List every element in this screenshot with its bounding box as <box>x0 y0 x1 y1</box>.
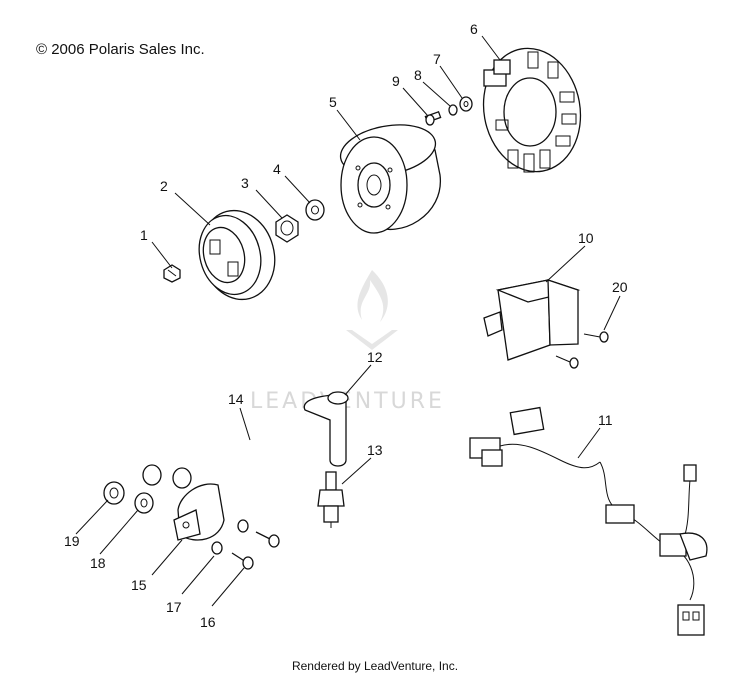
callout-2: 2 <box>160 178 168 194</box>
part-8-lockwasher[interactable] <box>448 104 458 116</box>
footer-credit: Rendered by LeadVenture, Inc. <box>291 659 459 673</box>
part-13-spark-plug[interactable] <box>317 471 345 528</box>
part-6-stator[interactable] <box>474 41 590 180</box>
part-15-ignition-coil[interactable] <box>173 483 225 541</box>
callout-18: 18 <box>90 555 106 571</box>
callout-13: 13 <box>367 442 383 458</box>
part-1-bolt[interactable] <box>163 264 181 283</box>
part-4-washer[interactable] <box>305 199 325 221</box>
callout-15: 15 <box>131 577 147 593</box>
callout-3: 3 <box>241 175 249 191</box>
part-16-screw[interactable] <box>231 531 280 570</box>
part-11-wiring-harness[interactable] <box>469 406 708 636</box>
callout-10: 10 <box>578 230 594 246</box>
callout-9: 9 <box>392 73 400 89</box>
part-7-washer[interactable] <box>459 96 473 112</box>
watermark-logo <box>346 270 398 350</box>
callout-1: 1 <box>140 227 148 243</box>
part-9-screw[interactable] <box>424 110 442 126</box>
callout-6: 6 <box>470 21 478 37</box>
part-18-bushing[interactable] <box>134 492 154 514</box>
part-19-grommet[interactable] <box>103 481 125 505</box>
part-10-cdi-box[interactable] <box>483 279 581 361</box>
callout-17: 17 <box>166 599 182 615</box>
callout-8: 8 <box>414 67 422 83</box>
callout-20: 20 <box>612 279 628 295</box>
callout-19: 19 <box>64 533 80 549</box>
callout-14: 14 <box>228 391 244 407</box>
part-20-screw[interactable] <box>555 331 609 369</box>
callout-4: 4 <box>273 161 281 177</box>
callout-11: 11 <box>598 412 613 428</box>
callout-7: 7 <box>433 51 441 67</box>
callout-12: 12 <box>367 349 383 365</box>
copyright-text: © 2006 Polaris Sales Inc. <box>36 41 205 58</box>
part-5-flywheel[interactable] <box>337 118 441 234</box>
callout-16: 16 <box>200 614 216 630</box>
part-spacer[interactable] <box>142 464 192 489</box>
part-3-nut[interactable] <box>275 214 299 243</box>
leader-lines <box>75 35 621 607</box>
part-17-lockwasher[interactable] <box>211 519 249 555</box>
part-14-ht-lead[interactable] <box>214 410 308 502</box>
part-2-flywheel-cup[interactable] <box>191 202 285 308</box>
part-12-spark-plug-cap[interactable] <box>303 391 349 467</box>
callout-5: 5 <box>329 94 337 110</box>
